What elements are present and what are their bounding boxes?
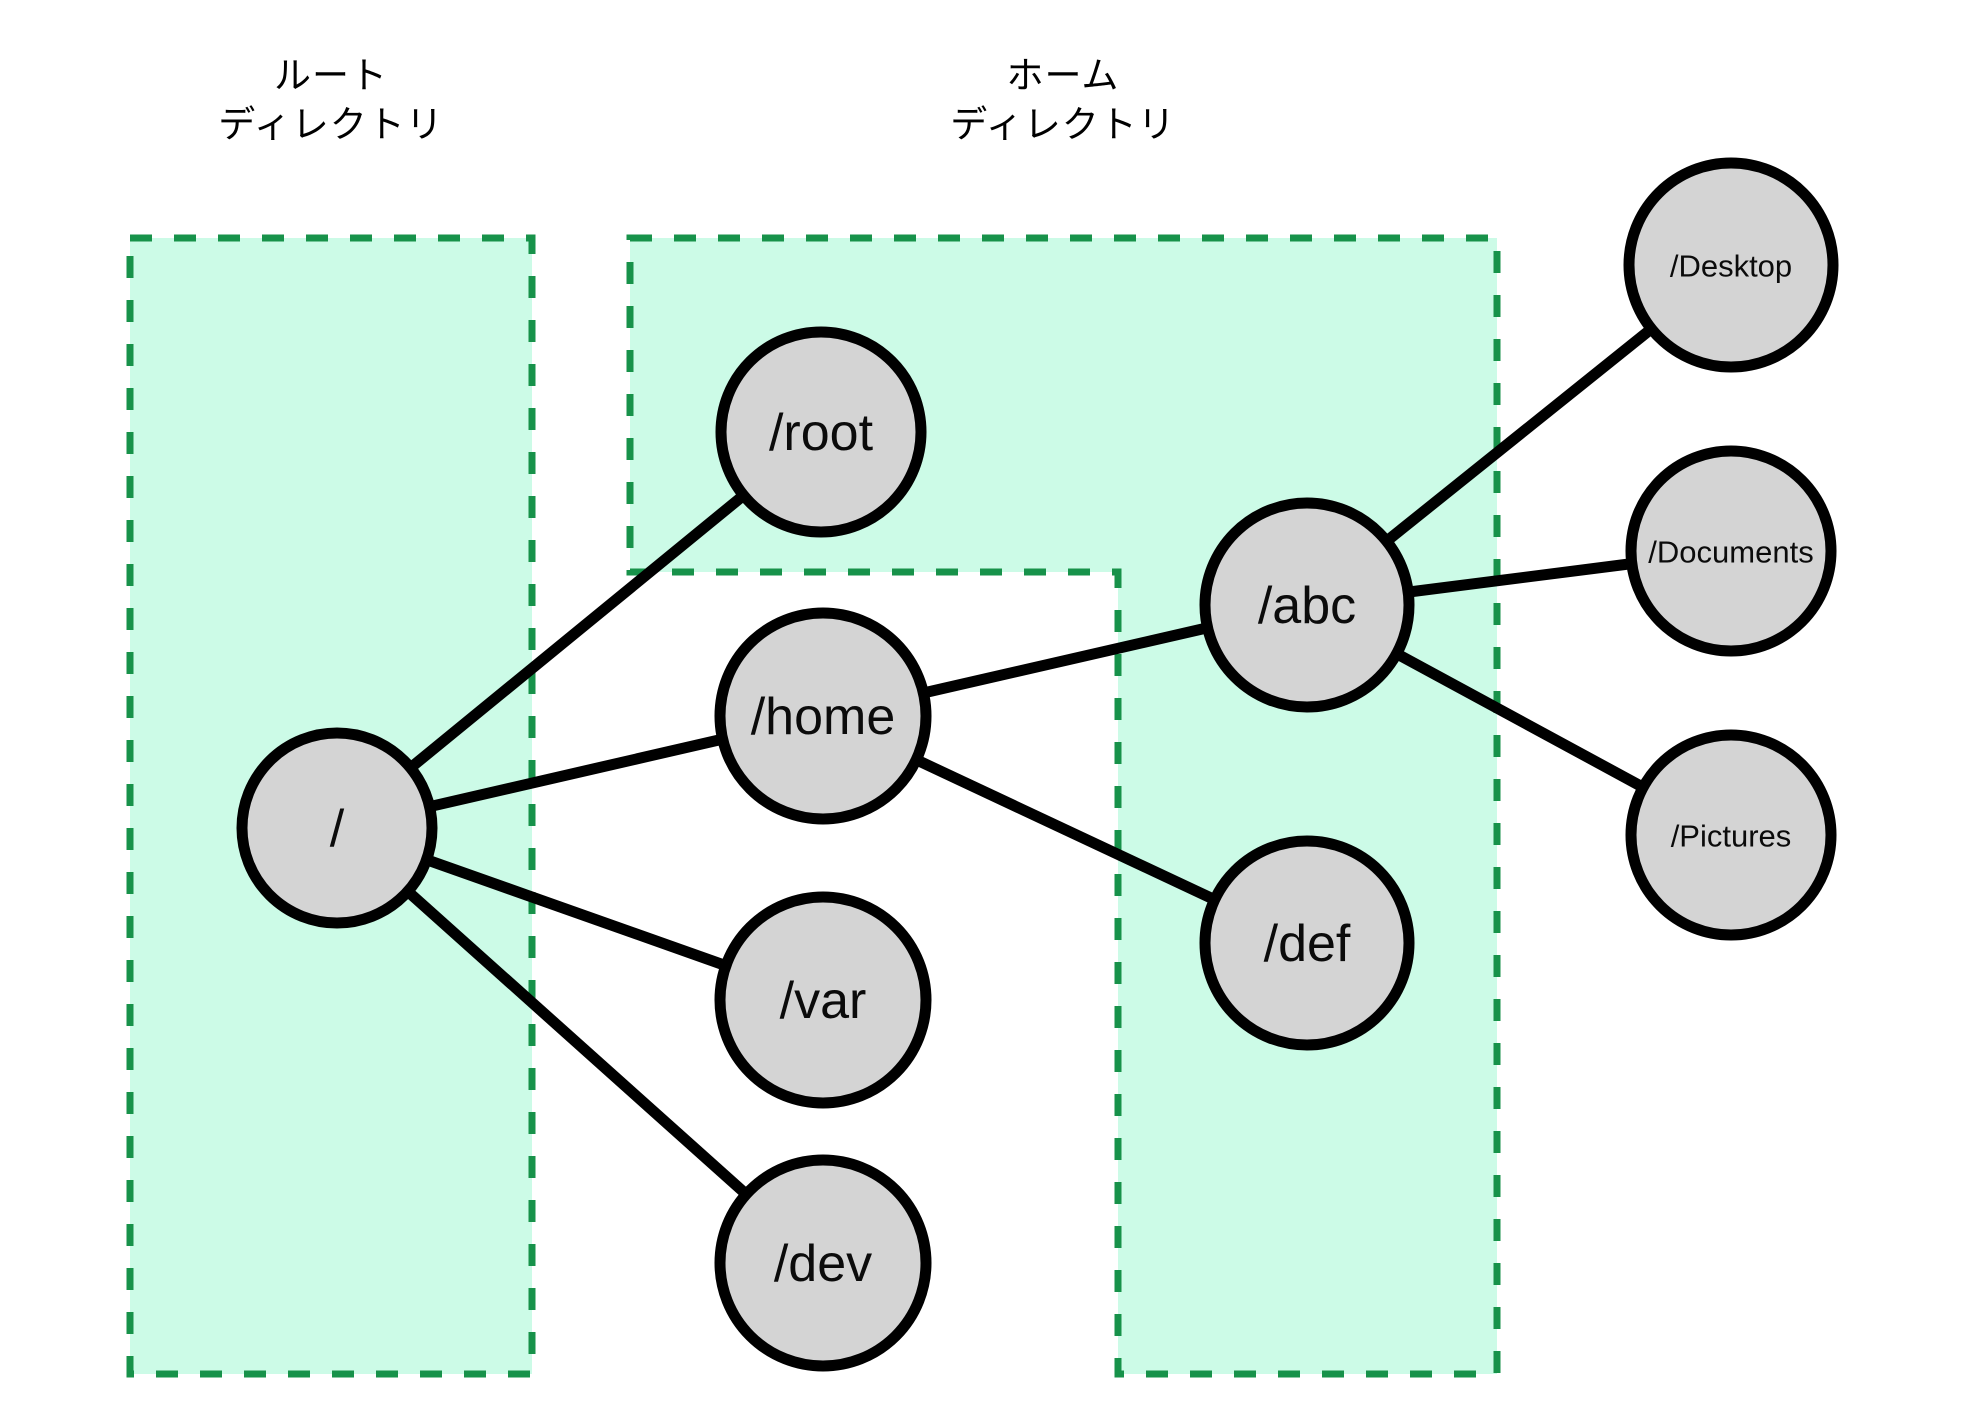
node-label-documents: /Documents [1648, 535, 1813, 570]
node-var[interactable]: /var [714, 891, 932, 1109]
node-label-root: / [330, 800, 345, 858]
region-outline-home-directory-region [626, 234, 1501, 1378]
edge-abc-to-documents [1398, 557, 1642, 599]
node-dev[interactable]: /dev [714, 1154, 932, 1372]
region-label-home-directory: ホーム ディレクトリ [950, 54, 1176, 146]
node-circle-def[interactable] [1199, 835, 1415, 1051]
edge-root-to-home [419, 731, 733, 815]
node-def[interactable]: /def [1199, 835, 1415, 1051]
node-circle-dev[interactable] [714, 1154, 932, 1372]
region-label-root-directory: ルート ディレクトリ [218, 54, 444, 146]
node-circle-abc[interactable] [1199, 497, 1415, 713]
edge-home-to-def [905, 750, 1226, 909]
node-desktop[interactable]: /Desktop [1623, 157, 1839, 373]
region-outline-root-directory-region [126, 234, 536, 1378]
edge-root-to-var [416, 851, 737, 974]
node-label-pictures: /Pictures [1671, 819, 1792, 854]
node-documents[interactable]: /Documents [1625, 445, 1837, 657]
edge-abc-to-desktop [1376, 318, 1662, 552]
node-circle-documents[interactable] [1625, 445, 1837, 657]
edge-home-to-abc [913, 620, 1218, 701]
node-circle-var[interactable] [714, 891, 932, 1109]
node-circle-root-dir[interactable] [715, 326, 927, 538]
node-home[interactable]: /home [714, 607, 932, 825]
node-label-root-dir: /root [769, 404, 874, 462]
node-circle-root[interactable] [236, 727, 438, 929]
node-label-home: /home [751, 688, 896, 746]
edge-group [397, 318, 1662, 1205]
edge-abc-to-pictures [1386, 644, 1654, 797]
node-label-dev: /dev [774, 1235, 872, 1293]
node-abc[interactable]: /abc [1199, 497, 1415, 713]
node-label-desktop: /Desktop [1670, 249, 1792, 284]
node-circle-home[interactable] [714, 607, 932, 825]
node-label-def: /def [1264, 915, 1351, 973]
node-label-var: /var [780, 972, 867, 1030]
edge-root-to-dev [397, 881, 757, 1205]
node-group: / /root/home/var/dev/abc/def/Desktop/Docu… [236, 157, 1839, 1372]
node-pictures[interactable]: /Pictures [1625, 729, 1837, 941]
node-root-dir[interactable]: /root [715, 326, 927, 538]
node-root[interactable]: / [236, 727, 438, 929]
node-label-abc: /abc [1258, 577, 1356, 635]
node-circle-desktop[interactable] [1623, 157, 1839, 373]
edge-root-to-root-dir [400, 485, 755, 778]
node-circle-pictures[interactable] [1625, 729, 1837, 941]
